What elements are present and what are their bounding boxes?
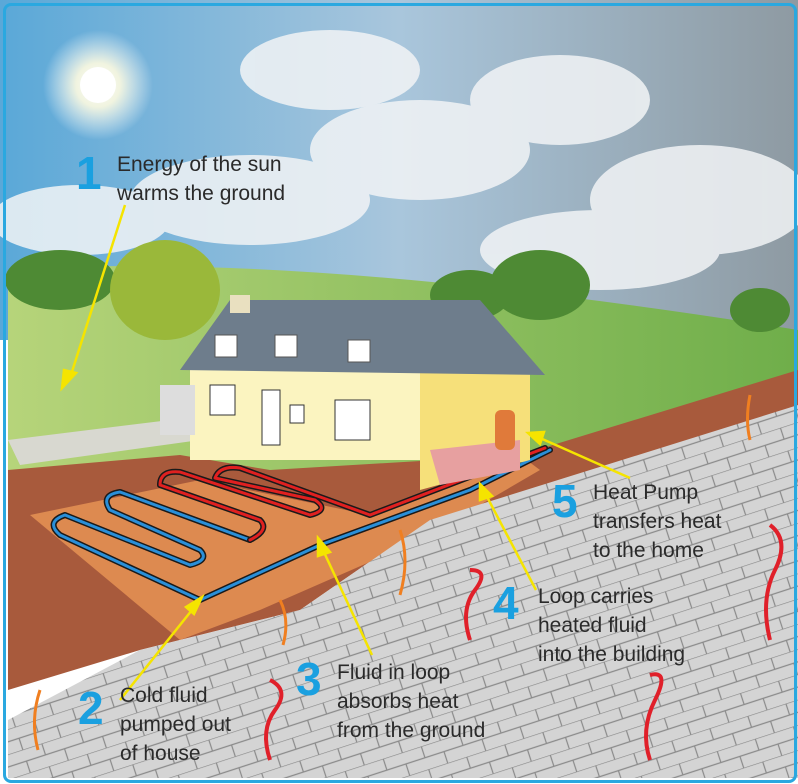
bedrock	[8, 405, 798, 778]
floor-heating	[430, 440, 520, 485]
clouds	[0, 30, 798, 290]
step-1-line: Energy of the sun	[117, 153, 282, 176]
step-2-line: of house	[120, 742, 201, 765]
step-3-text: Fluid in loop absorbs heat from the grou…	[337, 658, 485, 745]
step-1-line: warms the ground	[117, 182, 286, 205]
callout-arrows	[60, 204, 631, 701]
trees	[5, 240, 790, 340]
step-3-line: Fluid in loop	[337, 661, 451, 684]
step-5-line: to the home	[593, 539, 704, 562]
house-illustration	[160, 295, 545, 490]
step-4-text: Loop carries heated fluid into the build…	[538, 582, 685, 669]
step-2-line: pumped out	[120, 713, 231, 736]
step-1-text: Energy of the sun warms the ground	[117, 150, 285, 208]
step-5-text: Heat Pump transfers heat to the home	[593, 478, 721, 565]
step-4-line: heated fluid	[538, 614, 647, 637]
ground-loop-pipe	[50, 445, 553, 603]
step-2-number: 2	[78, 682, 104, 734]
step-3-number: 3	[296, 653, 322, 705]
step-3-line: absorbs heat	[337, 690, 459, 713]
step-3-line: from the ground	[337, 719, 486, 742]
step-5-number: 5	[552, 475, 578, 527]
step-2-line: Cold fluid	[120, 684, 208, 707]
step-4-number: 4	[493, 577, 519, 629]
step-5-line: Heat Pump	[593, 481, 699, 504]
step-5-line: transfers heat	[593, 510, 722, 533]
heat-rising-arrows	[264, 523, 784, 761]
step-2-text: Cold fluid pumped out of house	[120, 681, 231, 768]
step-4-line: Loop carries	[538, 585, 654, 608]
step-1-number: 1	[76, 147, 102, 199]
heat-sinking-arrows	[33, 394, 752, 751]
step-4-line: into the building	[538, 643, 686, 666]
